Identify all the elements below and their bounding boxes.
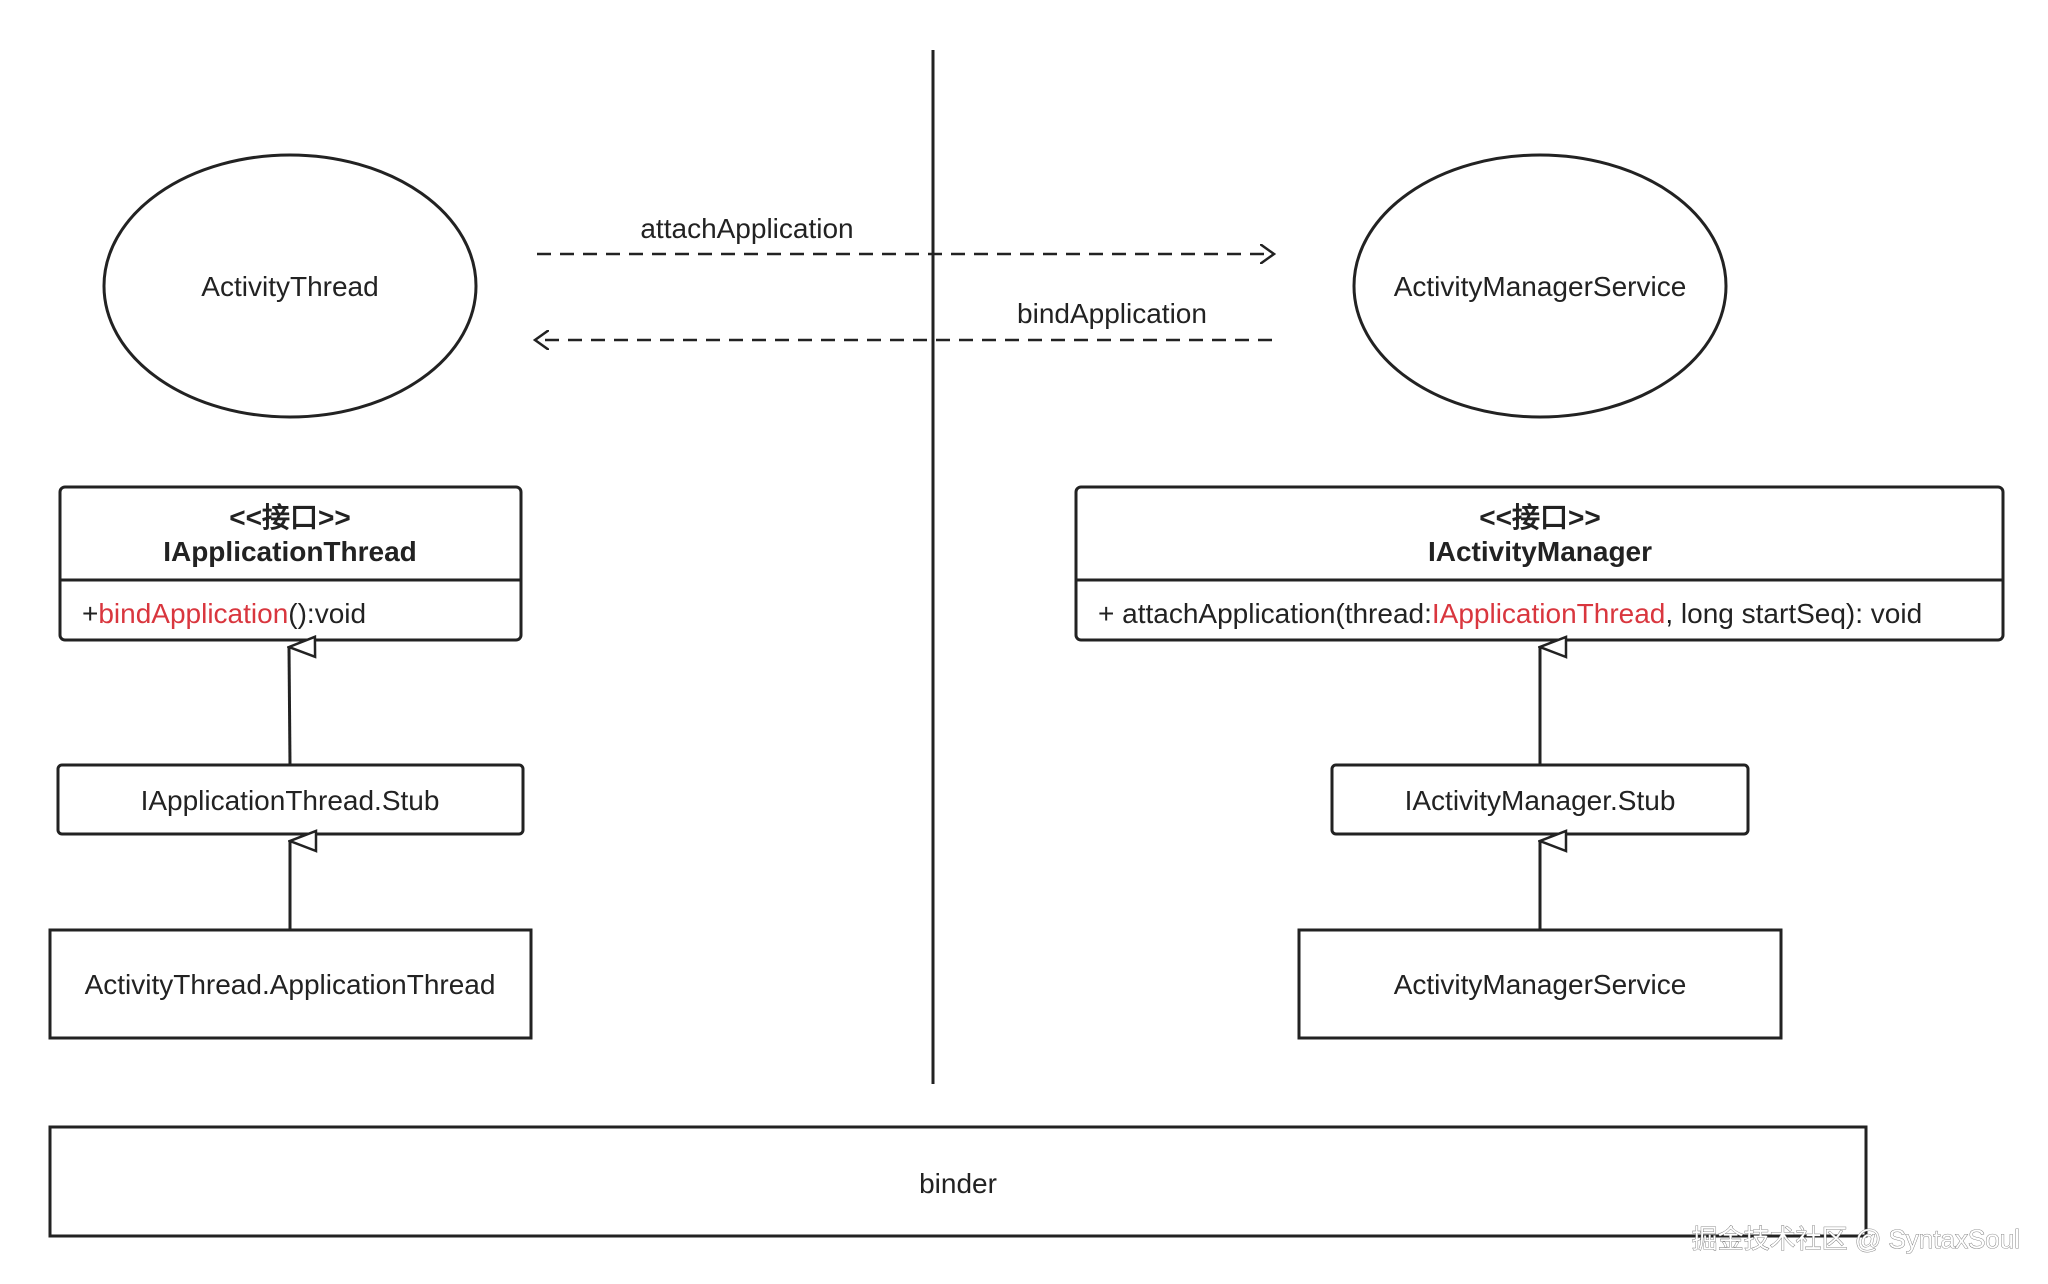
left-stub-label: IApplicationThread.Stub — [141, 785, 440, 816]
left-impl-label: ActivityThread.ApplicationThread — [85, 969, 496, 1000]
application-thread-impl-box: ActivityThread.ApplicationThread — [48, 928, 533, 1040]
iactivitymanager-stub-box: IActivityManager.Stub — [1330, 763, 1750, 836]
right-method-type: IApplicationThread — [1432, 598, 1665, 629]
binder-label: binder — [919, 1168, 997, 1199]
iactivitymanager-interface: <<接口>> IActivityManager + attachApplicat… — [1074, 485, 2005, 642]
activity-manager-service-ellipse: ActivityManagerService — [1352, 153, 1728, 419]
iapplicationthread-stub-box: IApplicationThread.Stub — [56, 763, 525, 836]
activity-thread-ellipse: ActivityThread — [102, 153, 478, 419]
right-method-suffix: , long startSeq): void — [1665, 598, 1922, 629]
right-interface-stereotype: <<接口>> — [1479, 502, 1600, 533]
left-method-name: bindApplication — [98, 598, 288, 629]
attach-application-label: attachApplication — [640, 213, 853, 244]
activity-thread-label: ActivityThread — [201, 271, 378, 302]
bind-application-label: bindApplication — [1017, 298, 1207, 329]
right-impl-label: ActivityManagerService — [1394, 969, 1687, 1000]
left-interface-method: +bindApplication():void — [82, 598, 366, 629]
left-interface-name: IApplicationThread — [163, 536, 417, 567]
right-interface-name: IActivityManager — [1428, 536, 1652, 567]
left-stub-inheritance-arrow — [289, 647, 290, 766]
left-method-prefix: + — [82, 598, 98, 629]
binder-box: binder — [48, 1125, 1868, 1238]
left-interface-stereotype: <<接口>> — [229, 502, 350, 533]
left-method-suffix: ():void — [288, 598, 366, 629]
right-method-prefix: + attachApplication(thread: — [1098, 598, 1432, 629]
activity-manager-service-label: ActivityManagerService — [1394, 271, 1687, 302]
watermark-text: 掘金技术社区 @ SyntaxSoul — [1692, 1224, 2020, 1254]
right-stub-label: IActivityManager.Stub — [1405, 785, 1676, 816]
iapplicationthread-interface: <<接口>> IApplicationThread +bindApplicati… — [58, 485, 523, 642]
right-interface-method: + attachApplication(thread:IApplicationT… — [1098, 598, 1922, 629]
activity-manager-service-impl-box: ActivityManagerService — [1297, 928, 1783, 1040]
